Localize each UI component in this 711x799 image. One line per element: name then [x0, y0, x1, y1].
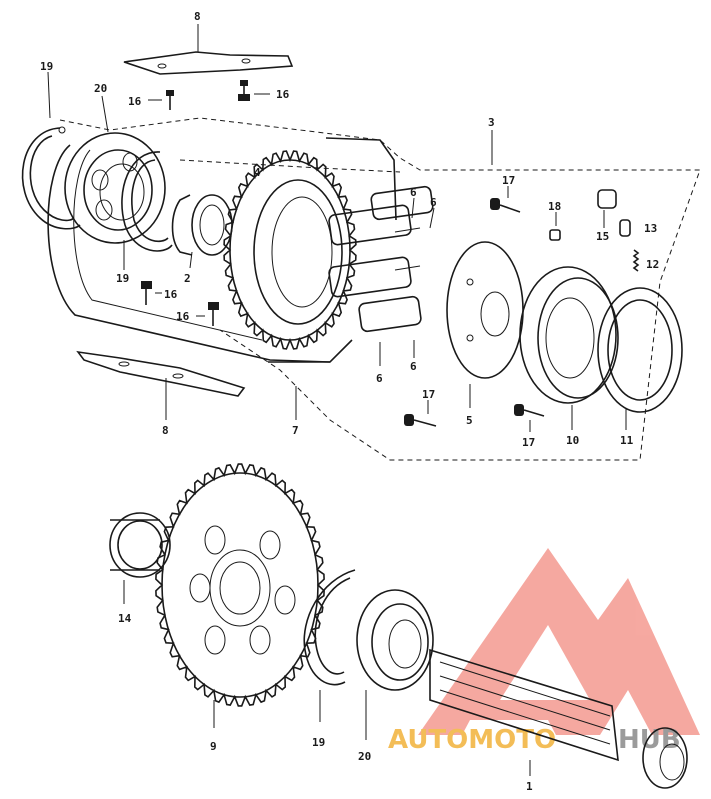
housing-part-10 [519, 266, 619, 430]
plate-part-8-top [123, 24, 294, 75]
watermark-text-automoto: AUTOMOTO [388, 725, 556, 755]
chain-part-7 [268, 137, 397, 420]
label-part-17-a: 17 [502, 174, 515, 187]
label-part-10: 10 [566, 434, 579, 447]
circlip-part-19-bottom [303, 569, 356, 722]
bolt-part-16-d [196, 302, 219, 326]
plate-part-8-bottom [76, 350, 246, 420]
label-part-17-b: 17 [422, 388, 435, 401]
bearing-part-20-top [64, 95, 166, 244]
label-part-17-c: 17 [522, 436, 535, 449]
circlip-part-19-top [21, 71, 81, 230]
label-part-19-top: 19 [40, 60, 53, 73]
plate-part-5 [446, 241, 524, 408]
needle-bearing-part-14 [109, 512, 171, 604]
label-part-13: 13 [644, 222, 657, 235]
label-part-4: 4 [254, 166, 261, 179]
assembly-group-outline-3 [59, 117, 701, 461]
pin-part-18 [549, 212, 561, 241]
automotohub-watermark: AUTOMOTO HUB [388, 548, 700, 755]
label-part-14: 14 [118, 612, 132, 625]
label-part-9: 9 [210, 740, 217, 753]
label-part-20-bottom: 20 [358, 750, 371, 763]
sleeve-part-2 [171, 194, 233, 269]
spring-part-12 [632, 249, 640, 272]
bolt-part-16-c [141, 281, 162, 305]
label-part-15: 15 [596, 230, 609, 243]
circlip-part-19-mid [121, 151, 173, 270]
watermark-logo-shape [418, 548, 700, 735]
label-part-7: 7 [292, 424, 299, 437]
label-part-6-c: 6 [376, 372, 383, 385]
label-part-16-b: 16 [276, 88, 290, 101]
screw-part-17-b [404, 400, 437, 427]
label-part-12: 12 [646, 258, 659, 271]
shaft-part-1 [429, 648, 688, 789]
watermark-logo-cutout [500, 625, 590, 700]
watermark-text-hub: HUB [618, 725, 681, 755]
label-part-18: 18 [548, 200, 561, 213]
label-part-20-top: 20 [94, 82, 107, 95]
cap-part-15 [597, 189, 617, 228]
ring-part-11 [597, 287, 683, 430]
label-part-16-c: 16 [164, 288, 178, 301]
screw-part-17-c [514, 404, 545, 432]
label-part-16-d: 16 [176, 310, 190, 323]
label-part-6-a: 6 [410, 186, 417, 199]
label-part-19-bottom: 19 [312, 736, 325, 749]
chain-guide-outline [47, 144, 331, 363]
label-part-2: 2 [184, 272, 191, 285]
label-part-5: 5 [466, 414, 473, 427]
sprocket-part-9 [155, 463, 325, 728]
label-part-16-a: 16 [128, 95, 142, 108]
damper-hub-part-6 [328, 185, 435, 366]
screw-part-17-a [490, 186, 521, 213]
label-part-6-d: 6 [410, 360, 417, 373]
label-part-3: 3 [488, 116, 495, 129]
bolt-part-16-a [148, 90, 174, 110]
label-part-11: 11 [620, 434, 634, 447]
part-labels: 8 19 20 16 16 3 4 17 6 6 18 13 15 12 19 … [40, 10, 659, 793]
label-part-19-mid: 19 [116, 272, 129, 285]
label-part-6-b: 6 [430, 196, 437, 209]
gear-part-4 [223, 150, 357, 350]
sprocket-9-teeth [155, 463, 325, 707]
label-part-1: 1 [526, 780, 533, 793]
bearing-part-20-bottom [356, 589, 434, 740]
bolt-part-16-b [238, 80, 270, 101]
label-part-8-bottom: 8 [162, 424, 169, 437]
plunger-part-13 [619, 219, 631, 237]
label-part-8-top: 8 [194, 10, 201, 23]
